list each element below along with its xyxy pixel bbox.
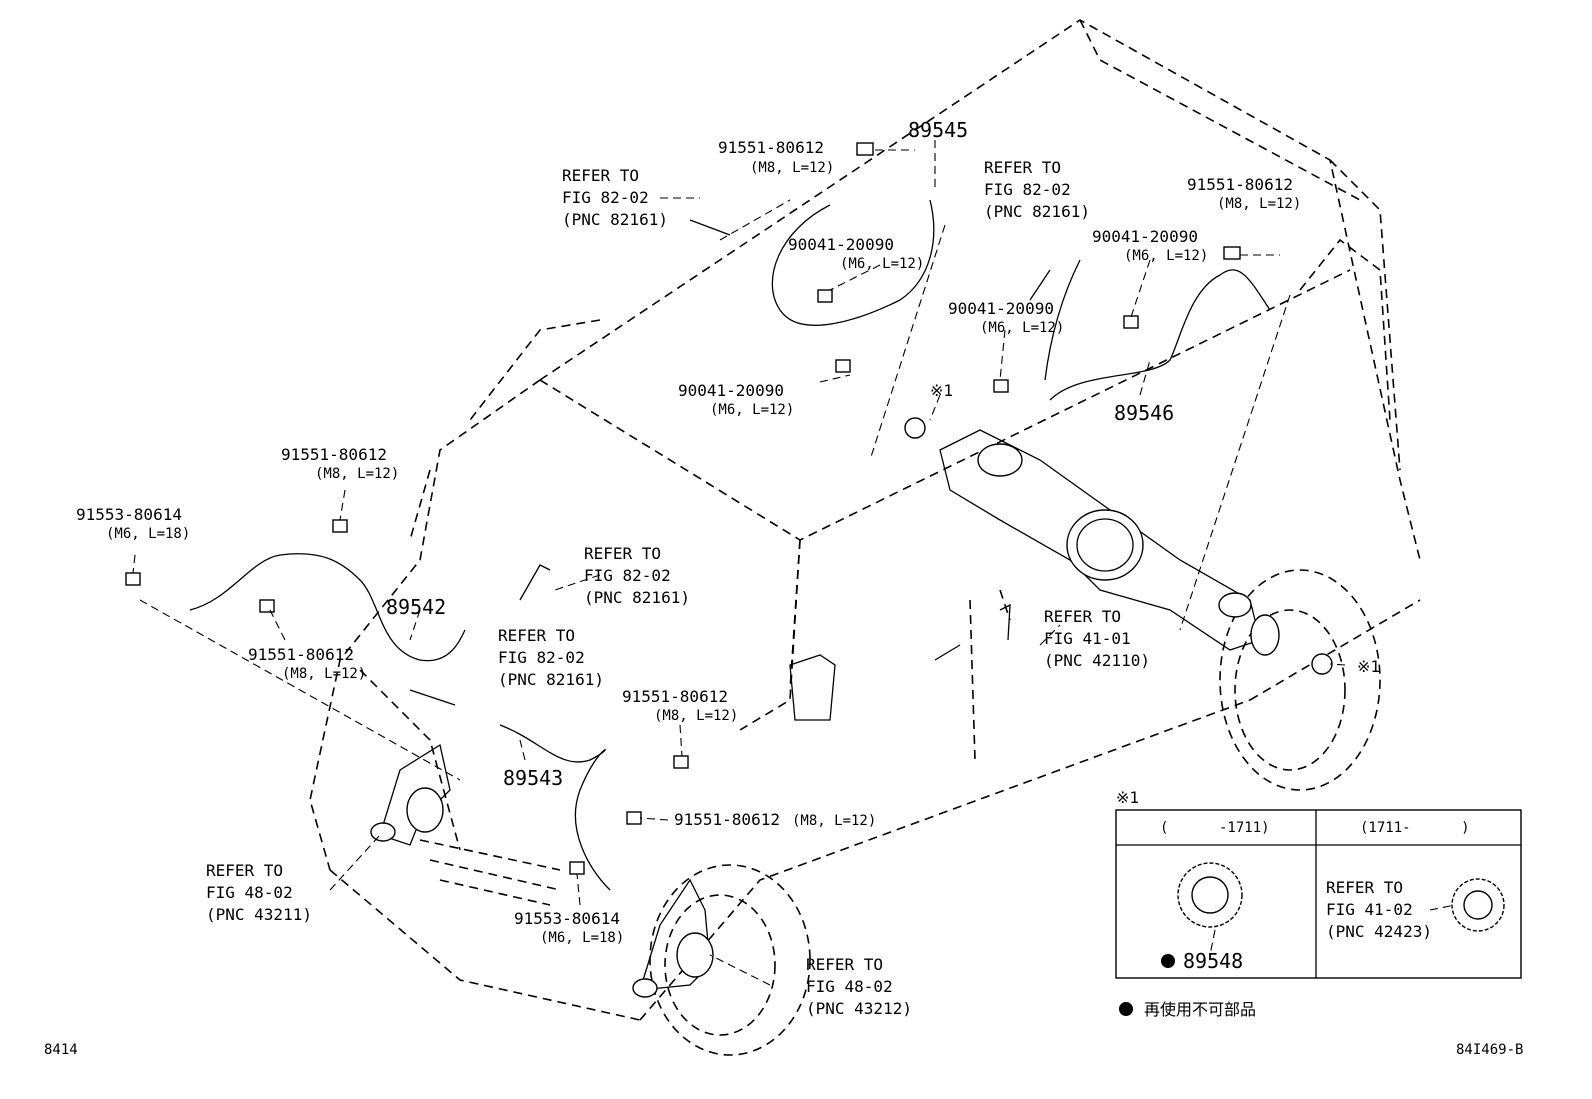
- svg-text:(PNC 82161): (PNC 82161): [984, 202, 1090, 221]
- inset-part-89548: 89548: [1183, 949, 1243, 973]
- mark-1-top: ※1: [930, 381, 953, 400]
- screw-d-spec: (M6, L=12): [980, 320, 1064, 336]
- vehicle-body-outline: [309, 19, 1421, 1056]
- svg-text:(PNC 82161): (PNC 82161): [562, 210, 668, 229]
- bolt-c-spec: (M8, L=12): [315, 466, 399, 482]
- svg-text:REFER TO: REFER TO: [498, 626, 575, 645]
- bolt-e-pn: 91551-80612: [622, 687, 728, 706]
- label-89545: 89545: [908, 118, 968, 142]
- refer-r1: REFER TO FIG 82-02 (PNC 82161): [562, 166, 668, 229]
- mark-1-right: ※1: [1357, 657, 1380, 676]
- inset-mark: ※1: [1116, 788, 1139, 807]
- bolt-b-pn: 91551-80612: [1187, 175, 1293, 194]
- svg-text:REFER TO: REFER TO: [806, 955, 883, 974]
- inset-labels: ※1 ( -1711) (1711- ) 89548 REFER TO FIG …: [1116, 788, 1470, 973]
- bolt-h-spec: (M6, L=18): [540, 930, 624, 946]
- bolt-g-spec: (M6, L=18): [106, 526, 190, 542]
- bolt-c-pn: 91551-80612: [281, 445, 387, 464]
- screw-b-pn: 90041-20090: [678, 381, 784, 400]
- svg-text:(PNC 43211): (PNC 43211): [206, 905, 312, 924]
- screw-c-spec: (M6, L=12): [1124, 248, 1208, 264]
- screw-a-pn: 90041-20090: [788, 235, 894, 254]
- svg-text:FIG 41-01: FIG 41-01: [1044, 629, 1131, 648]
- svg-text:FIG 82-02: FIG 82-02: [584, 566, 671, 585]
- svg-text:REFER TO: REFER TO: [206, 861, 283, 880]
- refer-to-blocks: REFER TO FIG 82-02 (PNC 82161) REFER TO …: [206, 158, 1150, 1018]
- label-89542: 89542: [386, 595, 446, 619]
- legend-bullet: [1119, 1002, 1133, 1016]
- footer-right: 84I469-B: [1456, 1042, 1523, 1058]
- screw-c-pn: 90041-20090: [1092, 227, 1198, 246]
- svg-text:REFER TO: REFER TO: [584, 544, 661, 563]
- bolt-d-spec: (M8, L=12): [282, 666, 366, 682]
- leader-lines: [132, 140, 1456, 986]
- label-89543: 89543: [503, 766, 563, 790]
- callout-labels: 89545 89546 89542 89543 91551-80612 (M8,…: [76, 118, 1380, 946]
- svg-text:REFER TO: REFER TO: [1326, 878, 1403, 897]
- bolt-h-pn: 91553-80614: [514, 909, 620, 928]
- svg-text:(PNC 82161): (PNC 82161): [498, 670, 604, 689]
- bolt-a-spec: (M8, L=12): [750, 160, 834, 176]
- bolt-e-spec: (M8, L=12): [654, 708, 738, 724]
- svg-text:FIG 82-02: FIG 82-02: [498, 648, 585, 667]
- bolt-f-pn: 91551-80612: [674, 810, 780, 829]
- refer-r2: REFER TO FIG 82-02 (PNC 82161): [984, 158, 1090, 221]
- svg-text:FIG 82-02: FIG 82-02: [562, 188, 649, 207]
- svg-text:FIG 48-02: FIG 48-02: [206, 883, 293, 902]
- svg-text:REFER TO: REFER TO: [1044, 607, 1121, 626]
- label-89546: 89546: [1114, 401, 1174, 425]
- svg-text:(PNC 42110): (PNC 42110): [1044, 651, 1150, 670]
- svg-text:REFER TO: REFER TO: [984, 158, 1061, 177]
- refer-r4: REFER TO FIG 82-02 (PNC 82161): [498, 626, 604, 689]
- svg-text:(PNC 82161): (PNC 82161): [584, 588, 690, 607]
- screw-d-pn: 90041-20090: [948, 299, 1054, 318]
- bolt-a-pn: 91551-80612: [718, 138, 824, 157]
- svg-text:FIG 48-02: FIG 48-02: [806, 977, 893, 996]
- svg-text:FIG 41-02: FIG 41-02: [1326, 900, 1413, 919]
- bolt-g-pn: 91553-80614: [76, 505, 182, 524]
- refer-r3: REFER TO FIG 82-02 (PNC 82161): [584, 544, 690, 607]
- screw-b-spec: (M6, L=12): [710, 402, 794, 418]
- footer-left: 8414: [44, 1042, 78, 1058]
- bolt-f-spec: (M8, L=12): [792, 813, 876, 829]
- legend-text: 再使用不可部品: [1144, 1000, 1256, 1019]
- sensor-wires: [189, 199, 1271, 891]
- screw-a-spec: (M6, L=12): [840, 256, 924, 272]
- refer-r6: REFER TO FIG 48-02 (PNC 43211): [206, 861, 312, 924]
- bolt-d-pn: 91551-80612: [248, 645, 354, 664]
- rear-axle: [904, 417, 1333, 675]
- svg-text:(PNC 43212): (PNC 43212): [806, 999, 912, 1018]
- svg-text:FIG 82-02: FIG 82-02: [984, 180, 1071, 199]
- inset-table: [1115, 809, 1522, 979]
- refer-r5: REFER TO FIG 41-01 (PNC 42110): [1044, 607, 1150, 670]
- bolt-b-spec: (M8, L=12): [1217, 196, 1301, 212]
- refer-r7: REFER TO FIG 48-02 (PNC 43212): [806, 955, 912, 1018]
- svg-text:(PNC 42423): (PNC 42423): [1326, 922, 1432, 941]
- svg-text:REFER TO: REFER TO: [562, 166, 639, 185]
- inset-col2: (1711- ): [1360, 820, 1470, 836]
- steering-knuckles: [370, 743, 714, 998]
- inset-col1: ( -1711): [1160, 820, 1270, 836]
